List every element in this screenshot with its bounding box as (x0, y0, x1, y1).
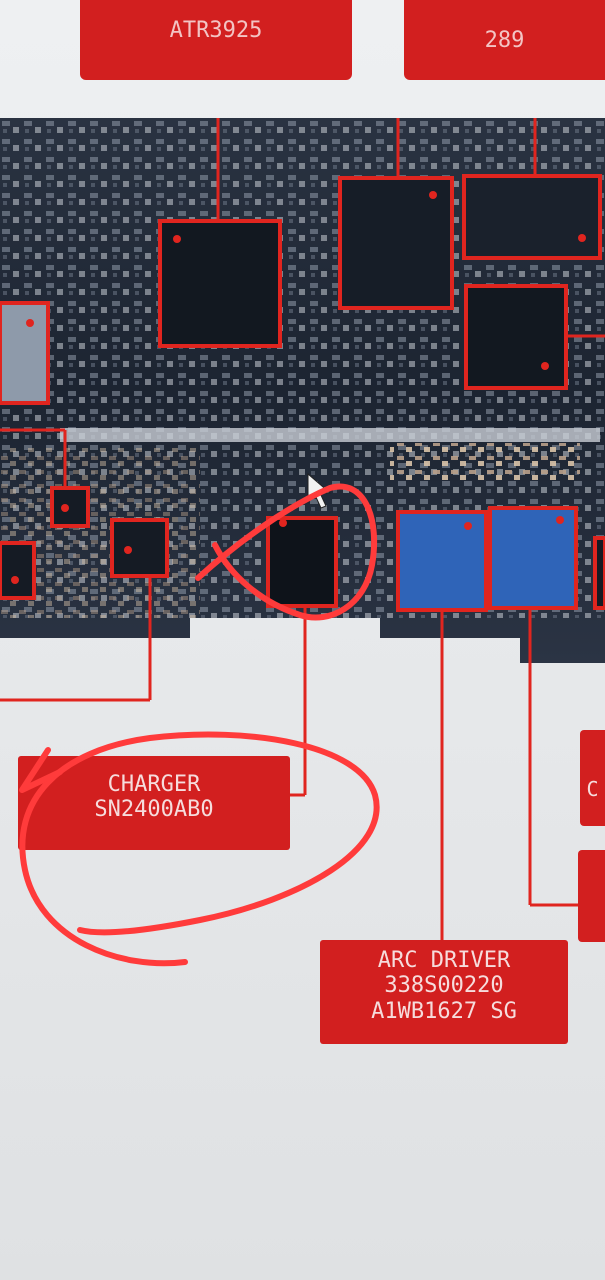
callout-label-right-partial-2 (578, 850, 605, 942)
arc-driver-part-number: 338S00220 (384, 973, 504, 999)
charger-title: CHARGER (107, 772, 201, 797)
annotation-circle-chip (195, 483, 378, 621)
arc-driver-code: A1WB1627 SG (371, 998, 517, 1024)
callout-label-right-partial: C (580, 730, 605, 826)
right-partial-text: C (586, 777, 599, 801)
callout-label-289: 289 (404, 0, 605, 80)
callout-text-atr3925: ATR3925 (169, 18, 263, 43)
arc-driver-title: ARC DRIVER (377, 948, 511, 973)
charger-part-number: SN2400AB0 (94, 797, 214, 823)
callout-label-atr3925: ATR3925 (80, 0, 352, 80)
callout-label-arc-driver: ARC DRIVER 338S00220 A1WB1627 SG (320, 940, 568, 1044)
circuit-board (0, 118, 605, 688)
annotation-circle-charger (19, 731, 380, 967)
callout-text-289: 289 (484, 28, 525, 53)
annotation-arrow-head (19, 747, 63, 793)
